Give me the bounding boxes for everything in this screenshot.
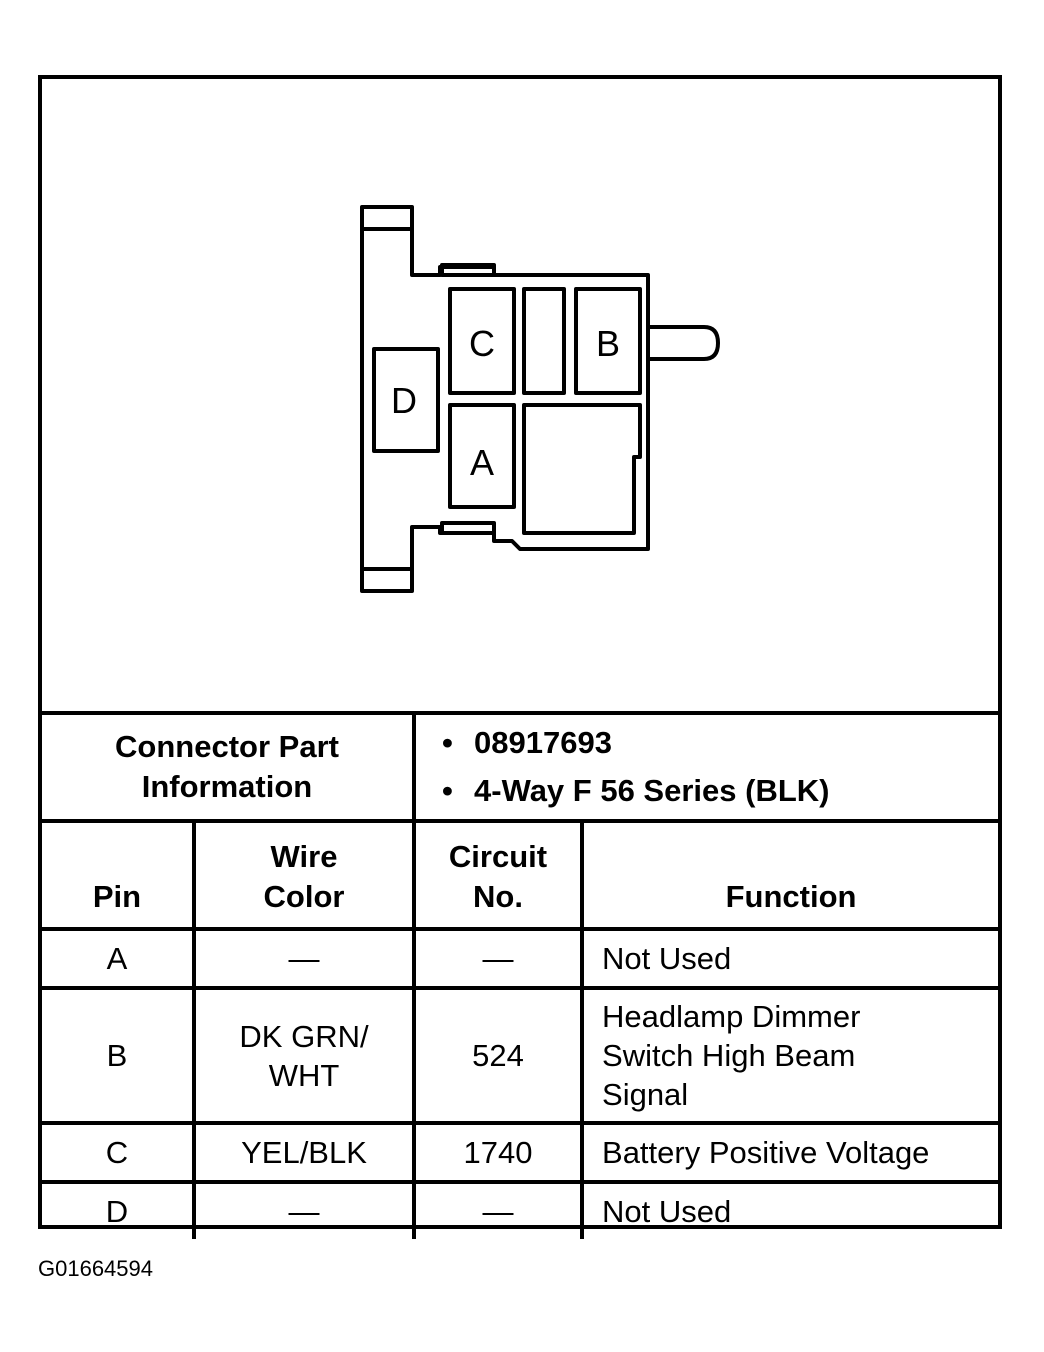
connector-description: 4-Way F 56 Series (BLK)	[442, 767, 998, 815]
connector-info-values: 08917693 4-Way F 56 Series (BLK)	[412, 711, 999, 823]
cell-pin: A	[42, 927, 194, 990]
cell-wire-line1: DK GRN/	[239, 1018, 369, 1054]
connector-info-label-line2: Information	[141, 769, 313, 804]
header-circuit: Circuit No.	[412, 819, 583, 931]
header-pin: Pin	[42, 819, 194, 931]
cell-wire: —	[191, 1180, 415, 1239]
connector-table: Connector Part Information 08917693 4-Wa…	[42, 711, 999, 1239]
cavity-large	[522, 403, 642, 535]
header-function: Function	[580, 819, 999, 931]
cavity-c	[448, 287, 516, 395]
connector-info-row: Connector Part Information 08917693 4-Wa…	[42, 711, 999, 823]
pin-label-d: D	[391, 380, 417, 421]
pin-label-b: B	[596, 323, 620, 364]
table-header-row: Pin Wire Color Circuit No. Function	[42, 819, 999, 931]
table-row: C YEL/BLK 1740 Battery Positive Voltage	[42, 1121, 999, 1184]
cell-circuit: —	[412, 1180, 583, 1239]
cavity-a	[448, 403, 516, 509]
cell-wire-line2: WHT	[268, 1057, 340, 1093]
header-wire-color: Wire Color	[191, 819, 415, 931]
pin-label-a: A	[470, 442, 494, 483]
pin-label-c: C	[469, 323, 495, 364]
cell-function-line3: Signal	[602, 1077, 689, 1112]
connector-peg	[648, 325, 720, 361]
figure-caption: G01664594	[38, 1256, 153, 1281]
part-number: 08917693	[442, 719, 998, 767]
connector-info-label: Connector Part Information	[42, 711, 415, 823]
cell-function: Battery Positive Voltage	[580, 1121, 999, 1184]
cavity-d	[372, 347, 440, 453]
cell-wire: DK GRN/ WHT	[191, 986, 415, 1125]
table-row: A — — Not Used	[42, 927, 999, 990]
cell-wire: —	[191, 927, 415, 990]
cell-circuit: —	[412, 927, 583, 990]
cell-function: Headlamp Dimmer Switch High Beam Signal	[580, 986, 999, 1125]
cell-circuit: 1740	[412, 1121, 583, 1184]
header-pin-text: Pin	[92, 879, 142, 914]
cell-pin: C	[42, 1121, 194, 1184]
cavity-blank	[522, 287, 566, 395]
connector-drawing: C B D A	[360, 205, 720, 593]
cell-wire: YEL/BLK	[191, 1121, 415, 1184]
connector-info-label-line1: Connector Part	[115, 729, 339, 764]
table-row: B DK GRN/ WHT 524 Headlamp Dimmer Switch…	[42, 986, 999, 1125]
cell-pin: B	[42, 986, 194, 1125]
header-function-text: Function	[725, 879, 857, 914]
header-circuit-line1: Circuit	[448, 839, 548, 874]
cell-function-line1: Headlamp Dimmer	[602, 999, 861, 1034]
header-wire-color-line2: Color	[263, 879, 345, 914]
header-circuit-line2: No.	[473, 879, 523, 914]
connector-diagram: C B D A	[42, 79, 998, 711]
connector-frame: C B D A Connector Part Information 08917…	[38, 75, 1002, 1239]
cell-function: Not Used	[580, 1180, 999, 1239]
cavity-b	[574, 287, 642, 395]
cell-pin: D	[42, 1180, 194, 1239]
cell-function-line2: Switch High Beam	[602, 1038, 856, 1073]
table-row: D — — Not Used	[42, 1180, 999, 1239]
cell-circuit: 524	[412, 986, 583, 1125]
cell-function: Not Used	[580, 927, 999, 990]
header-wire-color-line1: Wire	[270, 839, 338, 874]
